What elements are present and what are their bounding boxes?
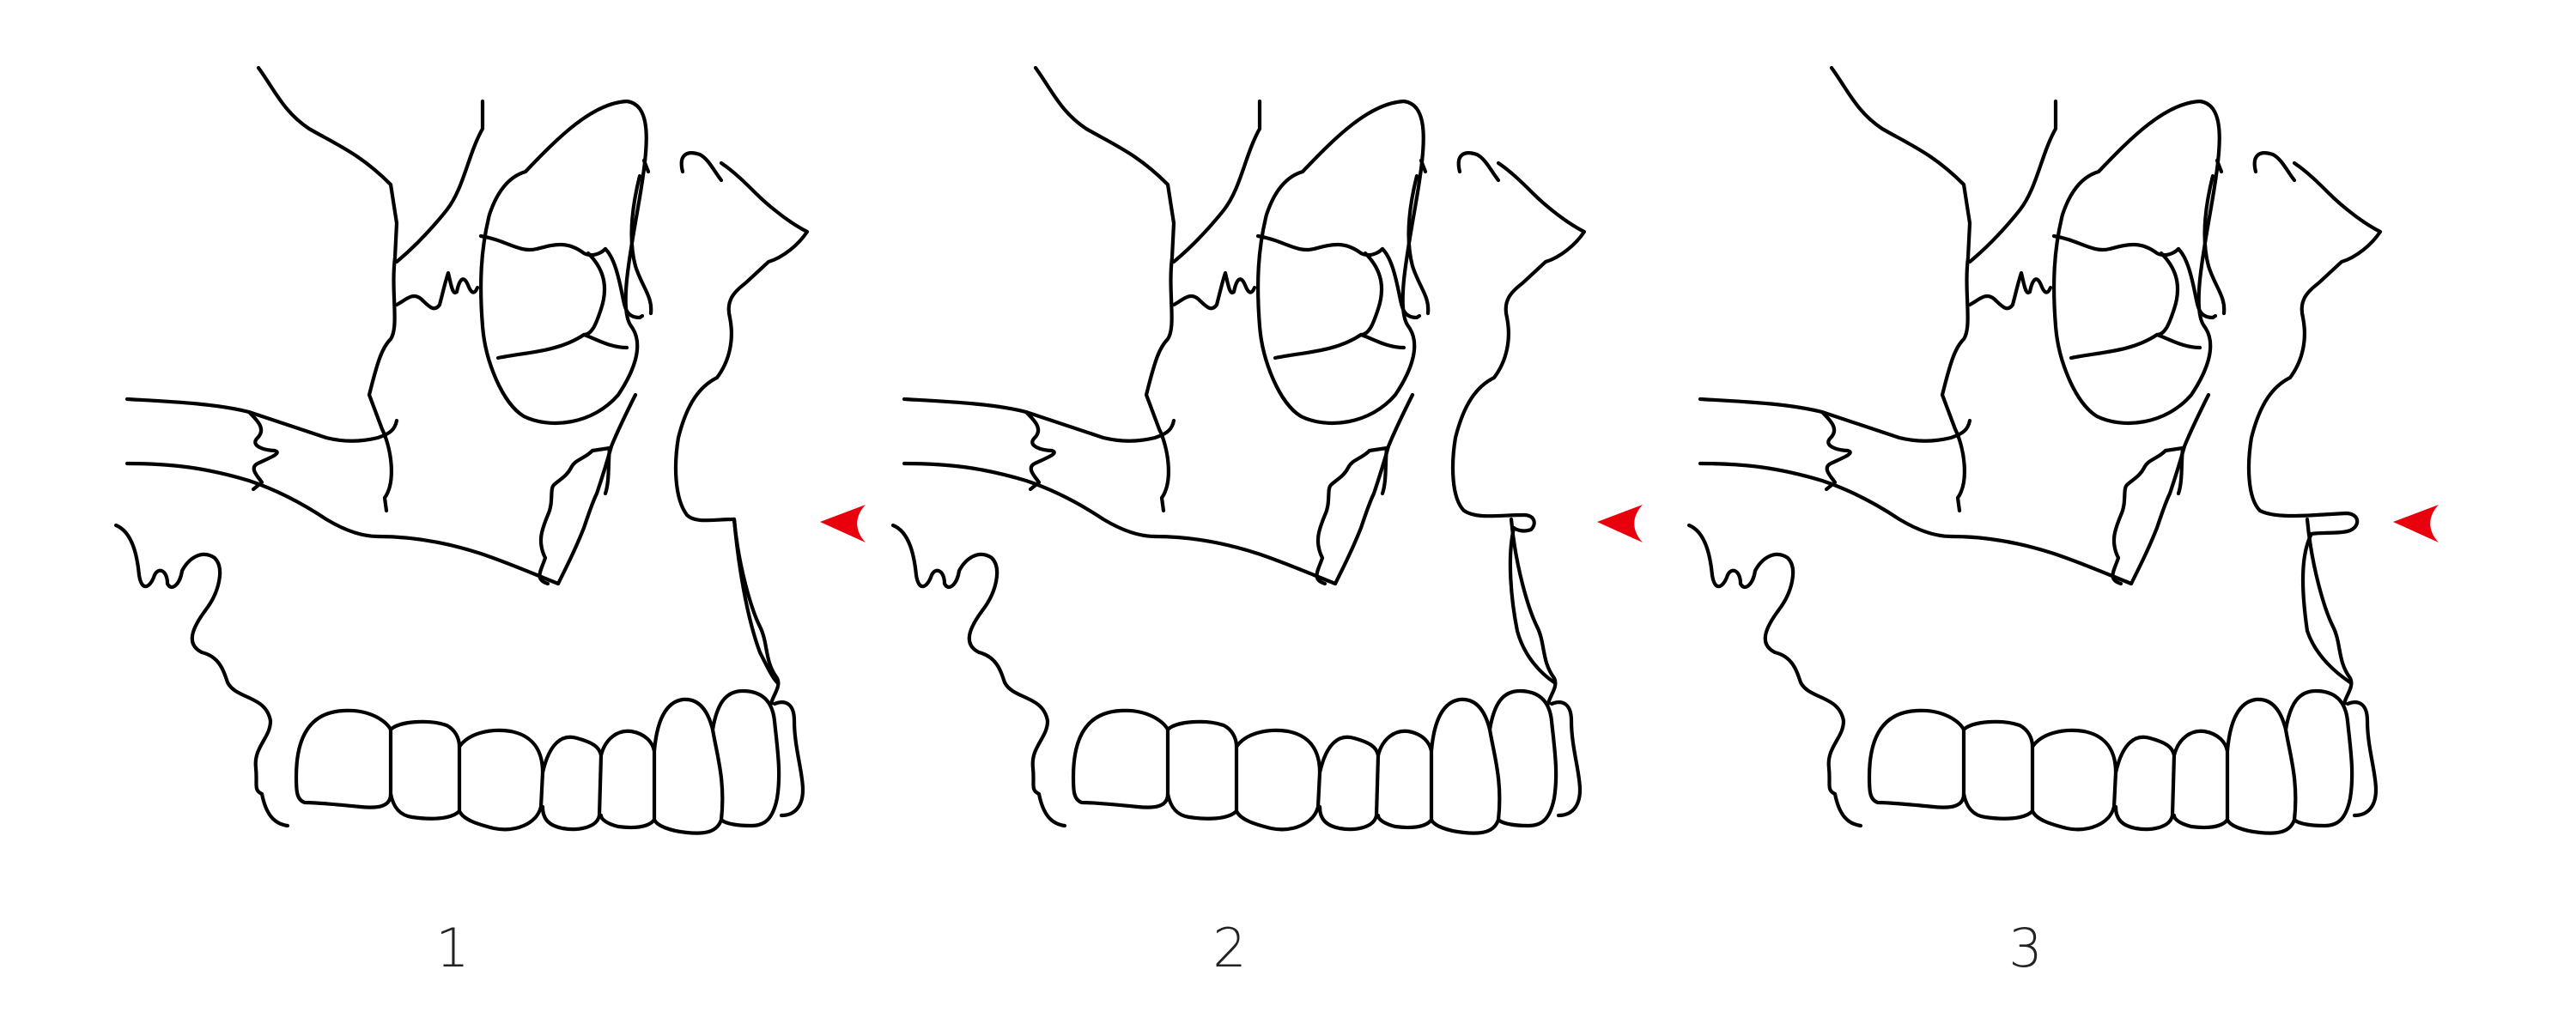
panel-label-2: 2 [1212, 917, 1246, 979]
red-arrowhead-icon [1597, 505, 1643, 542]
nasal-notch-2 [1453, 153, 1584, 530]
panel-label-3: 3 [2008, 917, 2042, 979]
red-arrowhead-icon [820, 505, 866, 542]
panel-1: 1 [116, 68, 866, 979]
anterior-surface-1 [734, 519, 777, 682]
panel-3: 3 [1689, 68, 2439, 979]
maxilla-drawing-3 [1689, 68, 2376, 833]
panel-label-1: 1 [435, 917, 469, 979]
red-arrowhead-icon [2393, 505, 2439, 542]
maxilla-drawing-1 [116, 68, 803, 833]
nasal-notch-3 [2249, 153, 2380, 534]
nasal-notch-1 [676, 153, 807, 520]
maxilla-drawing-2 [893, 68, 1580, 833]
panel-2: 2 [893, 68, 1643, 979]
